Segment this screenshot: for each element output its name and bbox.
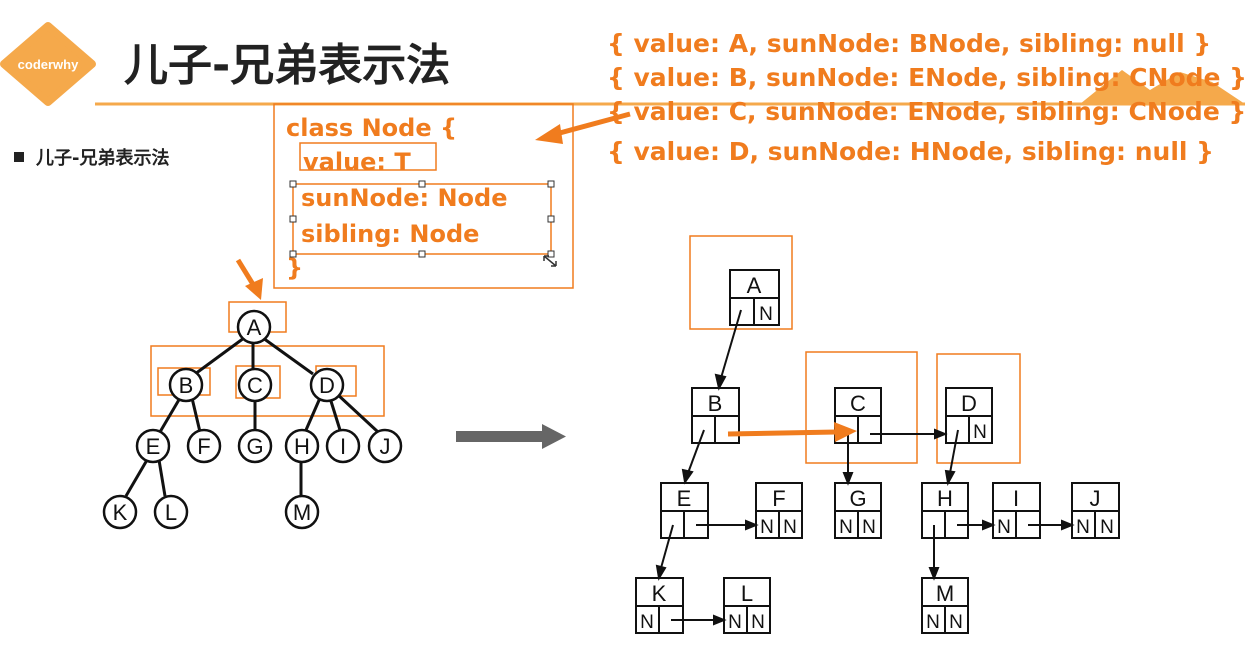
object-line-1: { value: A, sunNode: BNode, sibling: nul…	[607, 29, 1211, 58]
logo: coderwhy	[0, 22, 96, 106]
selection-handles[interactable]	[289, 180, 555, 258]
null-marker: N	[839, 517, 853, 538]
box-label-H: H	[937, 486, 953, 511]
node-box-G	[834, 482, 882, 539]
null-marker: N	[926, 612, 940, 633]
tree-node-B: B	[179, 373, 194, 398]
node-box-L	[723, 577, 771, 634]
null-marker: N	[1076, 517, 1090, 538]
conversion-arrow	[456, 424, 566, 449]
box-label-I: I	[1013, 486, 1019, 511]
box-label-F: F	[772, 486, 785, 511]
pointer-arrow	[235, 258, 263, 300]
tree-node-M: M	[293, 500, 311, 525]
resize-cursor-icon	[543, 255, 557, 267]
null-marker: N	[1100, 517, 1114, 538]
box-label-E: E	[677, 486, 692, 511]
code-link-arrow	[535, 111, 631, 144]
node-box-I	[992, 482, 1041, 539]
null-marker: N	[728, 612, 742, 633]
tree-node-E: E	[146, 434, 161, 459]
node-box-H	[921, 482, 969, 539]
tree-node-D: D	[319, 373, 335, 398]
tree-node-circles	[102, 309, 403, 530]
decorative-mountains	[1080, 70, 1245, 104]
box-label-A: A	[747, 273, 762, 298]
value-highlight	[299, 142, 437, 171]
null-marker: N	[759, 304, 773, 325]
page-title: 儿子-兄弟表示法	[124, 40, 450, 91]
box-label-G: G	[849, 486, 866, 511]
object-line-2: { value: B, sunNode: ENode, sibling: CNo…	[607, 63, 1245, 92]
class-line-4: sibling: Node	[301, 220, 479, 248]
node-box-F	[755, 482, 803, 539]
class-line-5: }	[286, 254, 303, 282]
d-frame	[936, 353, 1021, 464]
tree-node-A: A	[247, 315, 262, 340]
node-box-A	[729, 269, 780, 326]
class-box-frame	[273, 103, 574, 289]
null-markers: N N N N N N N N N N N N N N	[640, 304, 1114, 633]
a-frame	[689, 235, 793, 330]
children-highlight	[150, 345, 385, 417]
box-label-M: M	[936, 581, 954, 606]
object-line-4: { value: D, sunNode: HNode, sibling: nul…	[607, 137, 1214, 166]
box-label-L: L	[741, 581, 753, 606]
bullet-square	[14, 152, 24, 162]
null-marker: N	[640, 612, 654, 633]
tree-node-L: L	[165, 500, 177, 525]
tree-node-I: I	[340, 434, 346, 459]
null-marker: N	[973, 422, 987, 443]
node-box-labels: A B C D E F G H I J K L M	[652, 273, 1101, 606]
tree-node-labels: A B C D E F G H I J K L M	[113, 315, 391, 525]
tree-node-K: K	[113, 500, 128, 525]
box-label-K: K	[652, 581, 667, 606]
null-marker: N	[751, 612, 765, 633]
class-code-box: class Node { value: T sunNode: Node sibl…	[273, 103, 574, 289]
tree-node-H: H	[294, 434, 310, 459]
box-label-D: D	[961, 391, 977, 416]
c-frame	[805, 351, 918, 464]
node-box-J	[1071, 482, 1120, 539]
node-box-D	[945, 387, 993, 444]
pointer-links	[655, 309, 1075, 626]
null-marker: N	[760, 517, 774, 538]
tree-node-J: J	[380, 434, 391, 459]
tree-edges	[124, 336, 380, 497]
class-line-1: class Node {	[286, 114, 457, 142]
sibling-highlight-arrow	[727, 422, 857, 442]
null-marker: N	[949, 612, 963, 633]
logo-text: coderwhy	[18, 57, 79, 72]
null-marker: N	[997, 517, 1011, 538]
bullet-text: 儿子-兄弟表示法	[35, 147, 169, 169]
tree-node-F: F	[197, 434, 210, 459]
highlight-frames	[689, 235, 1021, 464]
class-line-2: value: T	[303, 148, 411, 176]
node-boxes	[635, 269, 1120, 634]
box-label-C: C	[850, 391, 866, 416]
box-label-B: B	[708, 391, 723, 416]
null-marker: N	[862, 517, 876, 538]
box-label-J: J	[1090, 486, 1101, 511]
tree-node-C: C	[247, 373, 263, 398]
object-line-3: { value: C, sunNode: ENode, sibling: CNo…	[607, 97, 1245, 126]
null-marker: N	[783, 517, 797, 538]
tree-node-G: G	[246, 434, 263, 459]
object-lines: { value: A, sunNode: BNode, sibling: nul…	[607, 29, 1245, 166]
class-line-3: sunNode: Node	[301, 184, 507, 212]
node-box-M	[921, 577, 969, 634]
node-box-K	[635, 577, 684, 634]
